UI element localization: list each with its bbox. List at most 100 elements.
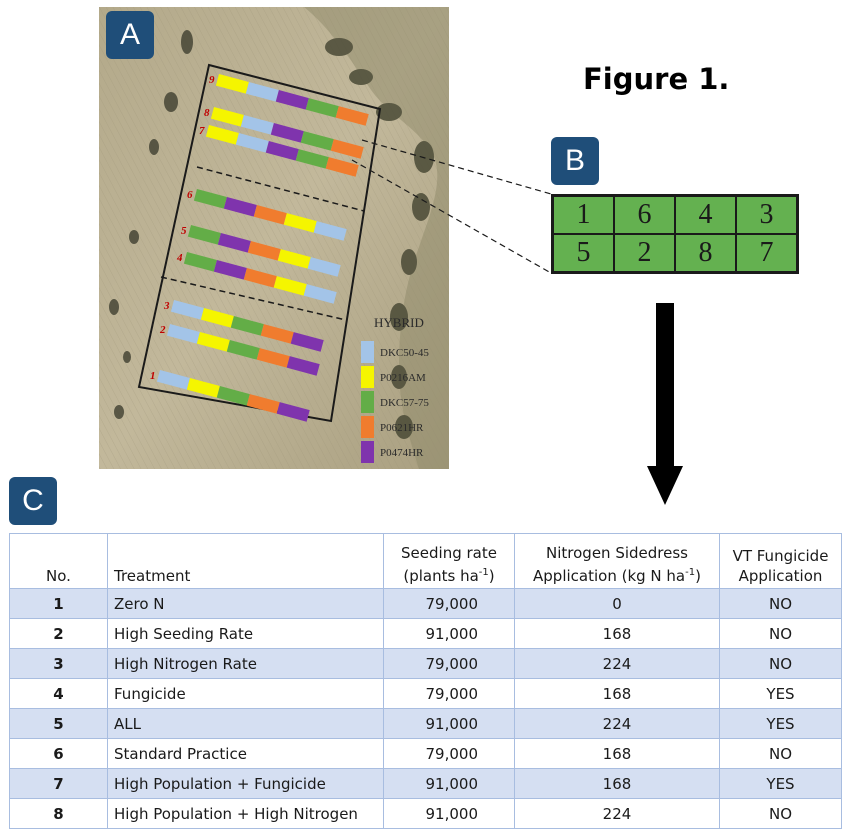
hybrid-plot (330, 139, 364, 159)
legend-swatch (361, 416, 374, 438)
row-number-label: 3 (163, 300, 170, 312)
cell-treatment: High Seeding Rate (107, 618, 384, 649)
hybrid-plot (186, 378, 220, 398)
block-divider (196, 166, 365, 212)
left-trees (109, 30, 193, 419)
header-treatment: Treatment (107, 533, 384, 589)
cell-nitrogen: 168 (514, 738, 720, 769)
cell-seeding-rate: 79,000 (383, 648, 515, 679)
hybrid-plot (205, 124, 239, 145)
header-seeding-rate: Seeding rate (plants ha-1) (383, 533, 515, 589)
figure-title: Figure 1. (583, 62, 730, 96)
hybrid-plot (335, 106, 369, 126)
plot-cell: 8 (675, 234, 736, 272)
hybrid-plot (247, 241, 281, 261)
plot-strip (210, 107, 364, 159)
row-number-label: 5 (181, 225, 187, 237)
cell-nitrogen: 168 (514, 768, 720, 799)
hybrid-plot (213, 260, 247, 280)
cell-nitrogen: 168 (514, 618, 720, 649)
plot-strip (183, 252, 337, 304)
cell-seeding-rate: 91,000 (383, 708, 515, 739)
row-number-label: 2 (159, 324, 166, 336)
legend-label: DKC50-45 (380, 347, 429, 359)
hybrid-plot (166, 324, 200, 344)
hybrid-plot (230, 316, 264, 336)
cell-nitrogen: 224 (514, 708, 720, 739)
hybrid-plot (253, 205, 287, 225)
hybrid-plot (243, 268, 277, 288)
cell-seeding-rate: 79,000 (383, 588, 515, 619)
hybrid-plot (210, 107, 244, 127)
cell-no: 2 (9, 618, 108, 649)
hybrid-plot (270, 123, 304, 143)
cell-nitrogen: 224 (514, 648, 720, 679)
hybrid-plot (307, 257, 341, 277)
hybrid-plot (245, 82, 279, 102)
legend-swatch (361, 366, 374, 388)
block-divider (160, 276, 347, 321)
cell-no: 8 (9, 798, 108, 829)
cell-fungicide: NO (719, 798, 842, 829)
hybrid-plot (276, 402, 310, 422)
cell-nitrogen: 224 (514, 798, 720, 829)
plot-strip (156, 370, 310, 422)
hybrid-plot (305, 98, 339, 118)
hybrid-plot (156, 370, 190, 390)
hybrid-plot (283, 213, 317, 233)
down-arrow (647, 303, 683, 505)
hybrid-plot (273, 276, 307, 296)
legend-swatch (361, 391, 374, 413)
legend-title: HYBRID (374, 315, 424, 330)
header-fungicide: VT Fungicide Application (719, 533, 842, 589)
cell-fungicide: NO (719, 588, 842, 619)
legend-swatch (361, 341, 374, 363)
hybrid-plot (256, 348, 290, 368)
treatment-table: No. Treatment Seeding rate (plants ha-1)… (9, 533, 842, 829)
header-nitrogen: Nitrogen Sidedress Application (kg N ha-… (514, 533, 720, 589)
plot-cell: 7 (736, 234, 797, 272)
cell-seeding-rate: 91,000 (383, 618, 515, 649)
plot-cell: 3 (736, 196, 797, 234)
plot-cell: 4 (675, 196, 736, 234)
cell-seeding-rate: 79,000 (383, 678, 515, 709)
hybrid-plot (246, 394, 280, 414)
legend-swatch (361, 441, 374, 463)
cell-fungicide: YES (719, 708, 842, 739)
panel-b-badge: B (551, 137, 599, 185)
row-number-label: 4 (176, 252, 183, 264)
cell-no: 7 (9, 768, 108, 799)
plot-cell: 5 (553, 234, 614, 272)
table-header-row: No. Treatment Seeding rate (plants ha-1)… (9, 533, 842, 589)
hybrid-plot (183, 252, 217, 272)
row-number-label: 7 (199, 125, 205, 137)
cell-treatment: High Nitrogen Rate (107, 648, 384, 679)
hybrid-plot (277, 249, 311, 269)
hybrid-plot (290, 332, 324, 352)
cell-fungicide: NO (719, 738, 842, 769)
hybrid-plot (187, 225, 221, 245)
row-number-label: 8 (204, 107, 210, 119)
hybrid-legend: HYBRID DKC50-45P0216AMDKC57-75P0621HRP04… (361, 315, 429, 463)
cell-no: 4 (9, 678, 108, 709)
hybrid-plot (313, 221, 347, 241)
legend-label: DKC57-75 (380, 397, 429, 409)
plot-strip (205, 124, 359, 177)
plot-strip (187, 225, 341, 277)
hybrid-plot (215, 74, 249, 94)
hybrid-plot (295, 149, 329, 169)
hybrid-plot (300, 131, 334, 151)
hybrid-plot (217, 233, 251, 253)
cell-treatment: Standard Practice (107, 738, 384, 769)
hybrid-plot (286, 356, 320, 376)
hybrid-plot (196, 332, 230, 352)
legend-label: P0621HR (380, 422, 424, 434)
hybrid-plot (265, 141, 299, 161)
